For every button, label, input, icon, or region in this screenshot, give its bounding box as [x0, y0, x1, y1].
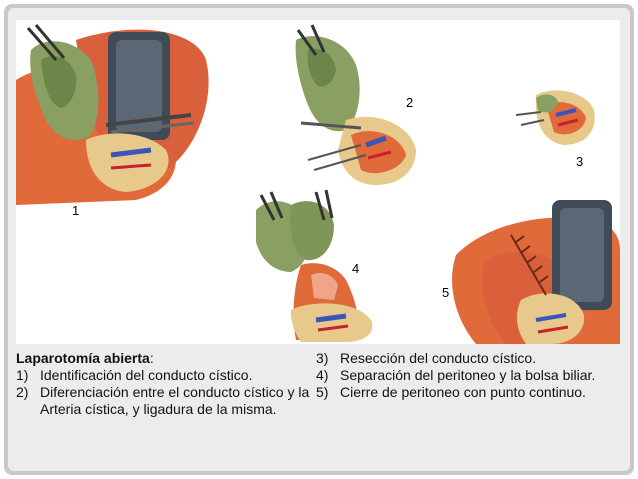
caption-item-2-text: Diferenciación entre el conducto cístico…: [40, 384, 310, 417]
caption-item-3: 3) Resección del conducto cístico.: [316, 350, 616, 367]
caption-item-4-text: Separación del peritoneo y la bolsa bili…: [340, 367, 596, 383]
panel-5-illustration: [452, 200, 620, 344]
caption-right: 3) Resección del conducto cístico. 4) Se…: [316, 350, 616, 401]
caption-title-text: Laparotomía abierta: [16, 350, 150, 366]
caption-item-3-number: 3): [316, 350, 329, 366]
caption-item-5-number: 5): [316, 384, 329, 400]
panel-1-illustration: [16, 24, 209, 205]
caption-item-5-text: Cierre de peritoneo con punto continuo.: [340, 384, 586, 400]
step-label-2: 2: [406, 95, 414, 110]
caption-item-3-text: Resección del conducto cístico.: [340, 350, 537, 366]
step-label-1: 1: [72, 203, 80, 218]
caption-item-1-number: 1): [16, 367, 29, 383]
caption-item-2-number: 2): [16, 384, 29, 400]
step-label-5: 5: [442, 285, 450, 300]
panel-2-illustration: [295, 24, 416, 185]
caption-item-1-text: Identificación del conducto cístico.: [40, 367, 253, 383]
caption-title: Laparotomía abierta:: [16, 350, 316, 367]
step-label-3: 3: [576, 154, 584, 169]
caption-item-5: 5) Cierre de peritoneo con punto continu…: [316, 384, 616, 401]
surgical-illustration: 1 2 3 4 5: [16, 20, 620, 344]
surgical-illustration-svg: [16, 24, 620, 344]
step-label-4: 4: [352, 261, 360, 276]
caption-item-1: 1) Identificación del conducto cístico.: [16, 367, 316, 384]
caption-title-suffix: :: [149, 350, 154, 366]
caption-left: Laparotomía abierta: 1) Identificación d…: [16, 350, 316, 418]
caption-item-4-number: 4): [316, 367, 329, 383]
panel-4-illustration: [256, 189, 373, 342]
caption-item-4: 4) Separación del peritoneo y la bolsa b…: [316, 367, 616, 384]
panel-3-illustration: [515, 90, 595, 145]
caption-item-2: 2) Diferenciación entre el conducto císt…: [16, 384, 316, 418]
